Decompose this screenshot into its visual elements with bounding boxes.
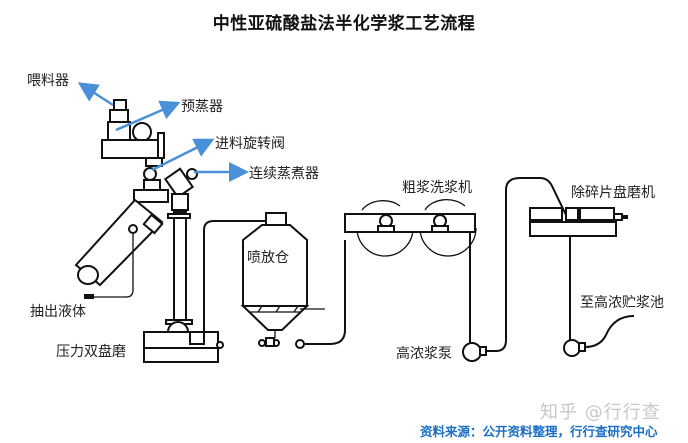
preheater-callout-arrow — [115, 100, 181, 132]
label-washer: 粗浆洗浆机 — [402, 180, 472, 196]
source-note: 资料来源：公开资料整理，行行查研究中心 — [420, 424, 658, 439]
label-hd-pump: 高浓浆泵 — [396, 346, 452, 362]
preheater-unit — [101, 121, 165, 159]
continuous-digester — [74, 167, 198, 287]
label-refiner: 除碎片盘磨机 — [571, 185, 655, 201]
extract-liquor-pipe — [90, 233, 134, 298]
to-storage-pipe — [584, 315, 635, 348]
rotary-valve — [143, 157, 163, 191]
disc-refiner — [529, 207, 628, 237]
blow-tank — [240, 212, 325, 349]
refiner-to-blowtank-pipe — [203, 220, 266, 336]
storage-pump — [563, 339, 586, 357]
pump-to-refiner-pipe — [486, 177, 567, 352]
washer — [344, 199, 477, 257]
rotary-valve-callout-arrow — [151, 138, 215, 172]
label-rotary-valve: 进料旋转阀 — [215, 136, 285, 152]
label-blow-tank: 喷放仓 — [247, 250, 289, 266]
label-feeder: 喂料器 — [27, 73, 69, 89]
label-to-storage: 至高浓贮浆池 — [580, 295, 664, 311]
blowtank-to-washer-pipe — [305, 240, 346, 345]
label-continuous-digester: 连续蒸煮器 — [249, 166, 319, 182]
diagram-title: 中性亚硫酸盐法半化学浆工艺流程 — [212, 14, 476, 34]
watermark: 知乎 @行行查 — [540, 402, 661, 423]
label-pressure-refiner: 压力双盘磨 — [56, 344, 126, 360]
label-preheater: 预蒸器 — [181, 99, 223, 115]
extract-liquor-outlet — [84, 294, 94, 299]
feeder-callout-arrow — [77, 82, 114, 107]
pressure-refiner — [143, 211, 224, 363]
hd-pump — [462, 342, 487, 362]
label-extract-liquor: 抽出液体 — [30, 304, 86, 320]
feeder-unit — [109, 99, 129, 123]
